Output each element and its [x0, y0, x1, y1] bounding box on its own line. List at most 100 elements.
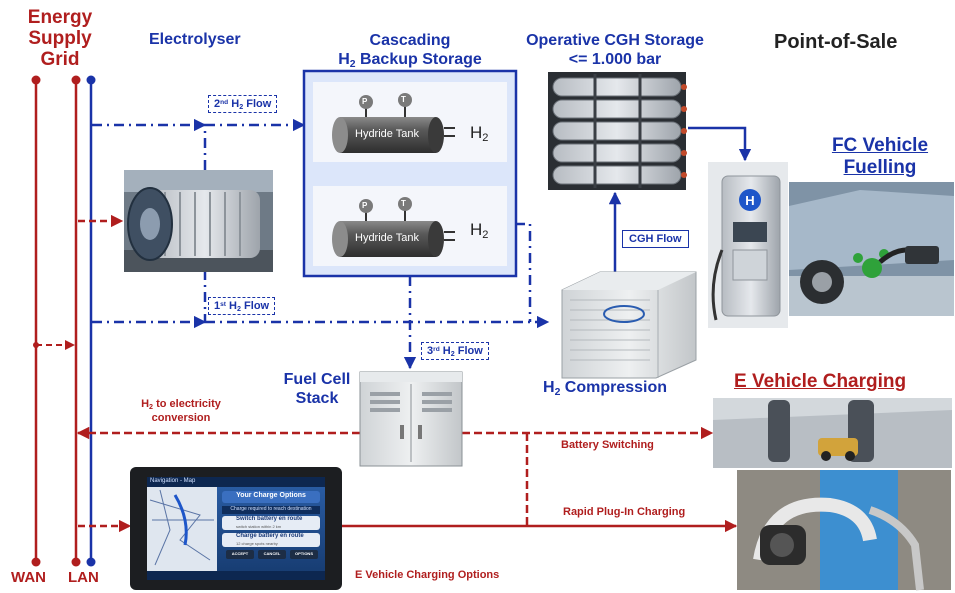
cascading-rest: Backup Storage	[355, 51, 482, 68]
fc-car-photo	[789, 182, 954, 316]
grid-label-line2: Supply	[28, 28, 92, 49]
fc-line1: FC Vehicle	[831, 135, 929, 156]
nav-accept-button[interactable]: ACCEPT	[231, 551, 249, 556]
tank2-sub: 2	[482, 228, 489, 241]
nav-cancel-button[interactable]: CANCEL	[263, 551, 281, 556]
flow2-num: 2	[214, 98, 221, 110]
nav-option-charge[interactable]: Charge battery en route	[236, 533, 304, 539]
fuel-cell-cabinet	[359, 371, 463, 467]
electric-flows	[76, 426, 738, 533]
flow2-sub: 2	[239, 102, 244, 111]
flow-1st-h2-box: 1st H2 Flow	[208, 297, 276, 315]
h2-elec-line2: conversion	[151, 412, 211, 424]
flow1-num: 1	[214, 300, 221, 312]
tank2-h2-output: H2	[470, 220, 489, 241]
electrolyser-photo	[124, 170, 273, 272]
wan-lan-node	[33, 342, 39, 348]
hydride-tank-1	[332, 93, 455, 153]
hydrogen-dispenser: H	[708, 162, 788, 328]
lan-bottom-node	[71, 557, 81, 567]
flow3-sub: 2	[450, 349, 455, 358]
cascading-line1: Cascading	[369, 32, 451, 49]
tank2-label: Hydride Tank	[355, 232, 419, 244]
flow1-rest: Flow	[240, 300, 270, 312]
tank1-sub: 2	[482, 131, 489, 144]
wan-bottom-node	[31, 557, 41, 567]
tank1-gauge-p: P	[362, 97, 368, 106]
wan-label: WAN	[11, 569, 46, 586]
cgh-storage-label: Operative CGH Storage <= 1.000 bar	[505, 31, 725, 69]
cgh-storage-to-dispenser	[688, 126, 752, 162]
ev-charging-options-label: E Vehicle Charging Options	[355, 569, 500, 581]
grid-bus-lines	[31, 75, 96, 567]
battery-switching-photo	[713, 398, 952, 468]
tank1-h: H	[470, 123, 483, 142]
point-of-sale-label: Point-of-Sale	[774, 31, 898, 53]
fuel-cell-stack-label: Fuel Cell Stack	[272, 370, 362, 408]
flow2-sup: nd	[220, 99, 229, 107]
h2-elec-rest: to electricity	[153, 398, 221, 410]
battery-switching-label: Battery Switching	[561, 439, 654, 451]
cascading-sub2: 2	[349, 58, 356, 70]
cgh-flows	[608, 126, 752, 272]
fuel-cell-line1: Fuel Cell	[283, 371, 351, 388]
grid-label-line1: Energy	[27, 7, 93, 28]
h2-comp-rest: Compression	[560, 379, 668, 396]
h2-comp-h: H	[543, 379, 555, 396]
lan-label: LAN	[68, 569, 99, 586]
rapid-plug-in-label: Rapid Plug-In Charging	[563, 506, 686, 518]
grid-label-line3: Grid	[40, 49, 80, 70]
h2-elec-line1: H2 to electricity	[120, 398, 242, 412]
wan-top-node	[31, 75, 41, 85]
cascading-h: H	[338, 51, 350, 68]
h2-elec-h: H	[141, 398, 150, 410]
cgh-flow-box: CGH Flow	[622, 230, 689, 248]
fc-line2: Fuelling	[843, 157, 917, 178]
hydride-tank-2	[332, 197, 455, 257]
cgh-storage-rack	[548, 72, 687, 190]
nav-panel-title: Your Charge Options	[236, 492, 306, 499]
energy-supply-grid-label: Energy Supply Grid	[6, 7, 114, 70]
flow2-h: H	[228, 98, 240, 110]
tank2-h: H	[470, 220, 483, 239]
nav-option-switch-sub: switch station within 2 km	[236, 524, 282, 529]
tank2-gauge-t: T	[401, 199, 406, 208]
nav-options-button[interactable]: OPTIONS	[294, 551, 313, 556]
flow1-h: H	[226, 300, 237, 312]
nav-option-switch[interactable]: Switch battery en route	[236, 516, 303, 522]
cgh-line1: Operative CGH Storage	[526, 32, 704, 49]
flow3-h: H	[439, 345, 451, 357]
compression-unit	[561, 271, 697, 379]
tank1-label: Hydride Tank	[355, 128, 419, 140]
svg-text:H: H	[745, 193, 754, 208]
rapid-charging-photo	[737, 470, 951, 591]
flow3-rest: Flow	[454, 345, 483, 357]
fuel-cell-line2: Stack	[295, 390, 339, 407]
backup-to-compression	[515, 222, 532, 322]
fc-vehicle-fuelling-label: FC Vehicle Fuelling	[812, 135, 948, 179]
hydrogen-flows	[92, 118, 550, 370]
nav-option-charge-sub: 12 charge spots nearby	[236, 541, 278, 546]
ev-charging-label: E Vehicle Charging	[734, 371, 907, 392]
tank1-h2-output: H2	[470, 123, 489, 144]
h2-elec-sub: 2	[149, 402, 154, 411]
flow-3rd-h2-box: 3rd H2 Flow	[421, 342, 489, 360]
electrolyser-label: Electrolyser	[149, 31, 241, 48]
cgh-line2: <= 1.000 bar	[568, 51, 662, 68]
flow1-sub: 2	[237, 304, 241, 313]
h2-to-electricity-label: H2 to electricity conversion	[120, 398, 242, 425]
tank2-gauge-p: P	[362, 201, 368, 210]
lan-top-node	[71, 75, 81, 85]
h2-comp-sub: 2	[554, 386, 561, 398]
cascading-line2: H2 Backup Storage	[318, 50, 502, 71]
electric-arrows-left	[78, 214, 132, 533]
flow-2nd-h2-box: 2nd H2 Flow	[208, 95, 278, 113]
cascading-storage-label: Cascading H2 Backup Storage	[318, 31, 502, 71]
h2-compression-label: H2 Compression	[543, 379, 668, 398]
hydrogen-top-node	[86, 75, 96, 85]
nav-panel-sub: Charge required to reach destination	[230, 506, 312, 512]
hydrogen-bottom-node	[86, 557, 96, 567]
flow3-sup: rd	[433, 346, 440, 354]
tank1-gauge-t: T	[401, 95, 406, 104]
